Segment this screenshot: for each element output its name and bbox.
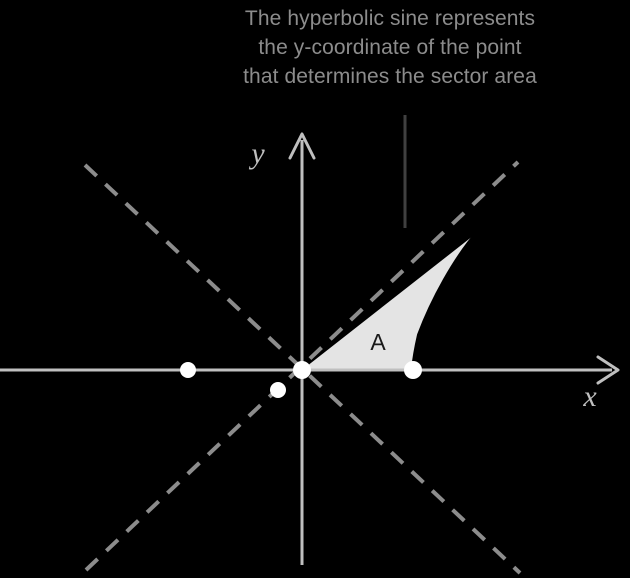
sector-area-shape [302,232,478,370]
y-axis-arrow-icon [288,132,316,160]
point-left-axis [180,362,196,378]
sector-area-label: A [370,329,386,355]
caption-text: The hyperbolic sine represents the y-coo… [243,7,537,88]
x-axis-arrow-icon [596,355,620,385]
point-origin [293,361,311,379]
point-vertex [404,361,422,379]
y-axis-label: y [248,137,265,170]
x-axis-label: x [582,380,597,413]
ascending-asymptote-icon [84,160,520,572]
descending-asymptote-icon [83,163,522,575]
hyperbola-curve [411,230,480,371]
point-lower-asymptote [270,382,286,398]
